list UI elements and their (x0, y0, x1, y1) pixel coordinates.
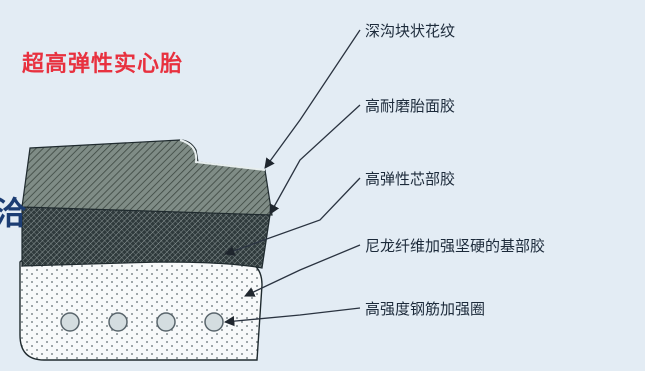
tread-groove (179, 139, 266, 171)
steel-bead-rings (60, 312, 224, 332)
callout-steel-ring: 高强度钢筋加强圈 (365, 300, 486, 318)
callout-core-compound: 高弹性芯部胶 (365, 170, 456, 188)
diagram-title: 超高弹性实心胎 (22, 52, 184, 77)
cropped-edge-character: 洽 (0, 194, 27, 232)
core-layer (21, 204, 271, 269)
callout-tread-compound: 高耐磨胎面胶 (365, 97, 456, 115)
tread-layer (21, 139, 273, 216)
callout-base-compound: 尼龙纤维加强坚硬的基部胶 (365, 237, 546, 255)
base-layer (19, 256, 263, 361)
leader-lines (223, 29, 361, 327)
callout-tread-pattern: 深沟块状花纹 (365, 22, 456, 40)
